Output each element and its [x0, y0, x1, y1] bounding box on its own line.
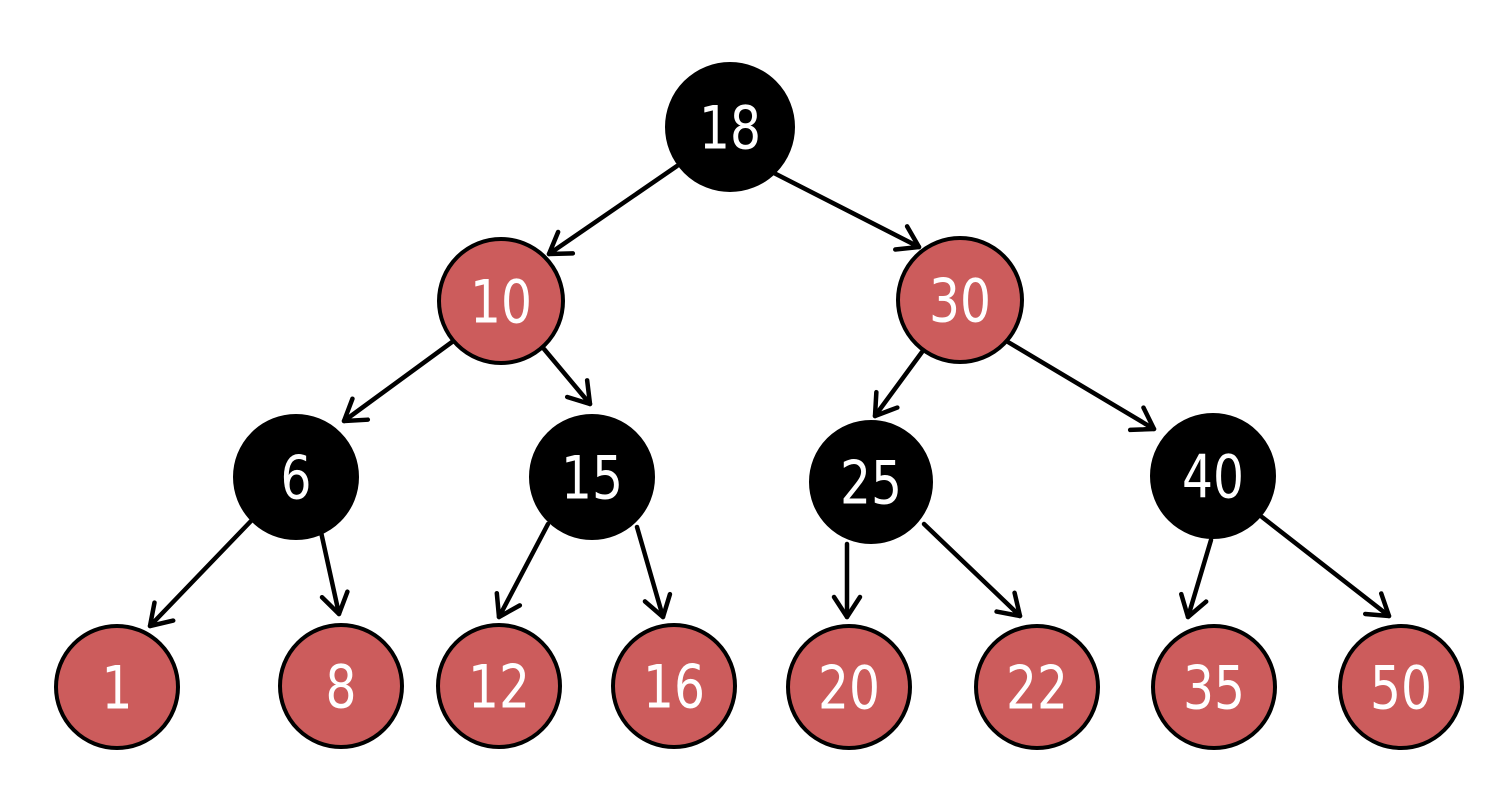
node-circle-red	[896, 236, 1024, 364]
node-label: 10	[470, 268, 532, 338]
node-circle-red	[278, 623, 404, 749]
node-circle-red	[1338, 624, 1464, 750]
node-circle-red	[974, 624, 1100, 750]
node-label: 1	[102, 654, 133, 724]
tree-node-18: 18	[665, 62, 795, 192]
node-circle-red	[611, 623, 737, 749]
node-label: 20	[818, 654, 880, 724]
tree-node-8: 8	[278, 623, 404, 749]
tree-node-6: 6	[233, 414, 359, 540]
edge-18-30	[769, 169, 922, 252]
edge-6-1	[147, 518, 254, 629]
node-label: 6	[281, 444, 312, 514]
node-circle-black	[1150, 413, 1276, 539]
tree-node-22: 22	[974, 624, 1100, 750]
edge-10-15	[541, 346, 593, 407]
tree-node-35: 35	[1151, 624, 1277, 750]
tree-node-50: 50	[1338, 624, 1464, 750]
tree-node-10: 10	[437, 237, 565, 365]
edge-18-10	[546, 163, 680, 257]
node-circle-black	[665, 62, 795, 192]
tree-node-20: 20	[786, 624, 912, 750]
node-circle-black	[809, 420, 933, 544]
edge-30-25	[872, 349, 925, 419]
node-label: 40	[1182, 443, 1244, 513]
tree-node-1: 1	[54, 624, 180, 750]
node-label: 35	[1183, 654, 1245, 724]
edge-10-6	[341, 339, 455, 424]
node-label: 50	[1370, 654, 1432, 724]
edge-6-8	[318, 529, 350, 617]
node-circle-black	[529, 414, 655, 540]
node-label: 18	[699, 94, 761, 164]
node-circle-red	[54, 624, 180, 750]
tree-node-16: 16	[611, 623, 737, 749]
node-circle-black	[233, 414, 359, 540]
node-label: 22	[1006, 654, 1068, 724]
tree-node-30: 30	[896, 236, 1024, 364]
node-circle-red	[436, 623, 562, 749]
edge-15-12	[494, 521, 551, 620]
node-label: 16	[643, 653, 705, 723]
edge-40-35	[1179, 537, 1214, 620]
node-circle-red	[1151, 624, 1277, 750]
tree-node-25: 25	[809, 420, 933, 544]
node-label: 8	[326, 653, 357, 723]
node-circle-red	[437, 237, 565, 365]
tree-node-40: 40	[1150, 413, 1276, 539]
node-circle-red	[786, 624, 912, 750]
node-label: 12	[468, 653, 530, 723]
node-label: 15	[561, 444, 623, 514]
edges-layer	[147, 163, 1392, 629]
node-label: 25	[840, 449, 902, 519]
tree-node-12: 12	[436, 623, 562, 749]
edge-30-40	[1005, 339, 1157, 433]
edge-25-22	[921, 521, 1023, 619]
tree-node-15: 15	[529, 414, 655, 540]
edge-15-16	[634, 524, 673, 620]
edge-40-50	[1259, 514, 1392, 619]
node-label: 30	[929, 267, 991, 337]
